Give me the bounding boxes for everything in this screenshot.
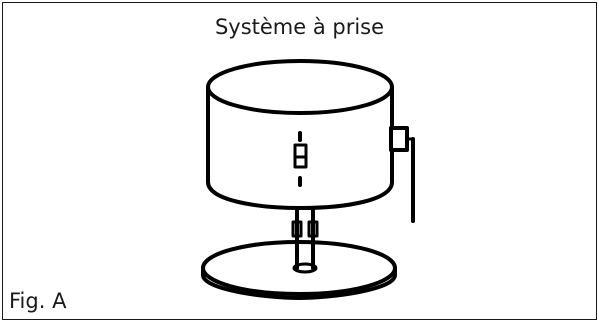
- figure-title: Système à prise: [214, 15, 385, 39]
- power-plug: [389, 126, 415, 223]
- power-switch: [293, 131, 308, 187]
- post-socket: [292, 262, 318, 274]
- plug-housing: [389, 126, 409, 152]
- figure-label: Fig. A: [9, 289, 67, 313]
- cylinder-lid: [206, 59, 394, 115]
- connector-pins: [291, 206, 319, 274]
- base-plate-edge: [201, 266, 397, 300]
